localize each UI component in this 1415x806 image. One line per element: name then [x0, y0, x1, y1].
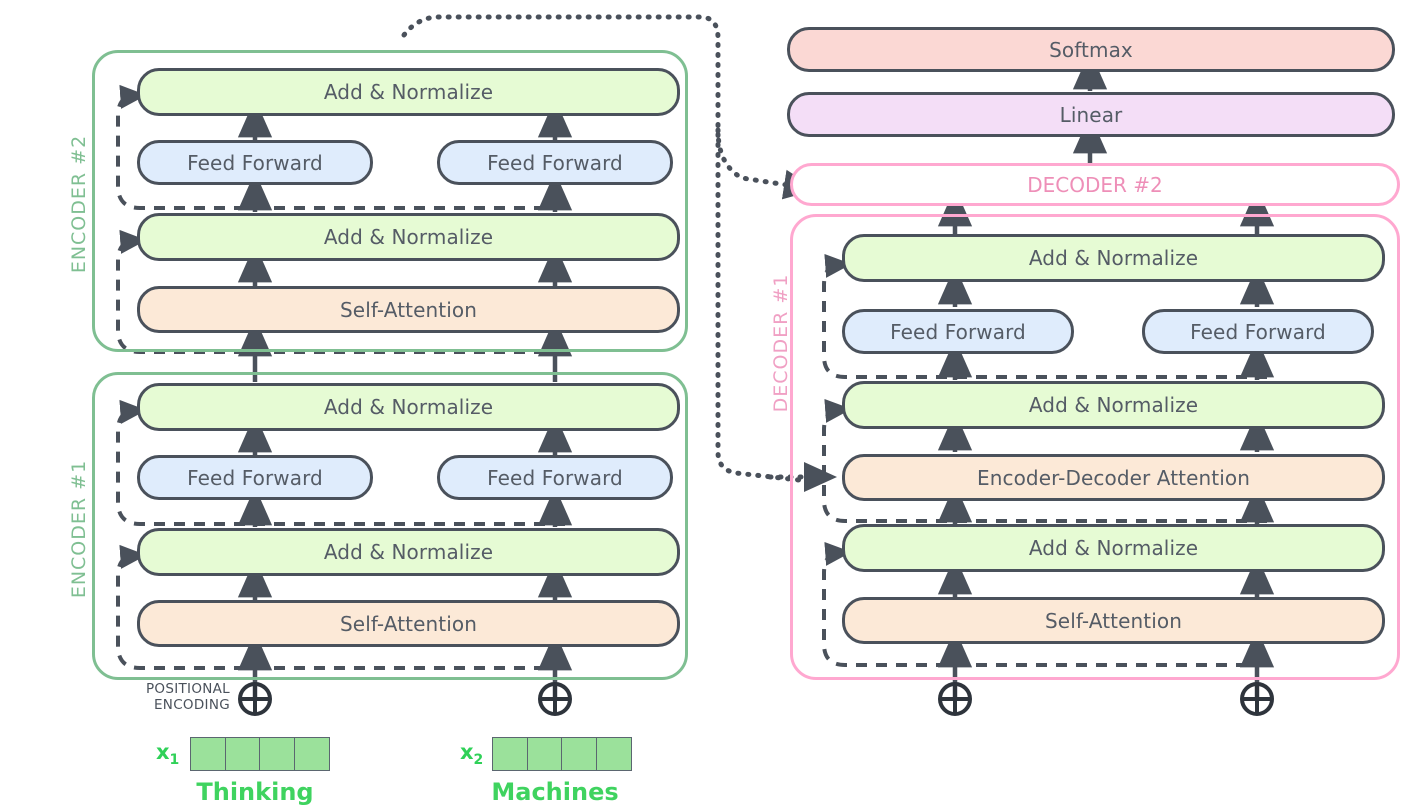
decoder1-add-normalize-top[interactable]: Add & Normalize — [842, 234, 1385, 282]
token-1-var: x1 — [156, 740, 179, 768]
embedding-cell — [595, 737, 632, 771]
token-1-var-letter: x — [156, 740, 170, 764]
embedding-cell — [492, 737, 528, 771]
decoder1-encoder-decoder-attention[interactable]: Encoder-Decoder Attention — [842, 454, 1385, 501]
encoder-2-label: ENCODER #2 — [68, 134, 90, 274]
token-1-var-index: 1 — [169, 752, 180, 769]
encoder-group-2[interactable] — [92, 50, 688, 352]
decoder-group-1[interactable] — [790, 214, 1400, 680]
decoder-positional-encoding-circles — [938, 682, 1274, 716]
encoder1-add-normalize-bottom[interactable]: Add & Normalize — [137, 528, 680, 576]
linear-box[interactable]: Linear — [787, 92, 1395, 137]
encoder2-feed-forward-left[interactable]: Feed Forward — [137, 140, 373, 185]
encoder1-feed-forward-left[interactable]: Feed Forward — [137, 455, 373, 500]
token-1-embedding[interactable] — [190, 737, 330, 771]
decoder1-feed-forward-left[interactable]: Feed Forward — [842, 309, 1074, 354]
encoder1-self-attention[interactable]: Self-Attention — [137, 600, 680, 647]
token-2-embedding[interactable] — [492, 737, 632, 771]
embedding-cell — [561, 737, 597, 771]
token-2-var-letter: x — [460, 740, 474, 764]
encoder-1-label: ENCODER #1 — [68, 459, 90, 599]
token-1-word: Thinking — [196, 778, 314, 806]
positional-encoding-label: POSITIONAL ENCODING — [120, 681, 230, 714]
encoder2-add-normalize-bottom[interactable]: Add & Normalize — [137, 213, 680, 261]
encoder2-feed-forward-right[interactable]: Feed Forward — [437, 140, 673, 185]
embedding-cell — [259, 737, 295, 771]
decoder1-feed-forward-right[interactable]: Feed Forward — [1142, 309, 1374, 354]
embedding-cell — [224, 737, 261, 771]
token-2-word: Machines — [491, 778, 619, 806]
positional-encoding-circles — [238, 682, 572, 716]
encoder1-feed-forward-right[interactable]: Feed Forward — [437, 455, 673, 500]
encoder2-add-normalize-top[interactable]: Add & Normalize — [137, 68, 680, 116]
decoder1-add-normalize-middle[interactable]: Add & Normalize — [842, 381, 1385, 429]
embedding-cell — [190, 737, 226, 771]
encoder1-add-normalize-top[interactable]: Add & Normalize — [137, 383, 680, 431]
positional-encoding-line1: POSITIONAL — [145, 681, 230, 697]
embedding-cell — [526, 737, 563, 771]
token-2-var-index: 2 — [473, 752, 484, 769]
decoder1-self-attention[interactable]: Self-Attention — [842, 597, 1385, 644]
encoder2-self-attention[interactable]: Self-Attention — [137, 286, 680, 333]
decoder-1-label: DECODER #1 — [770, 273, 792, 413]
decoder-group-2[interactable]: DECODER #2 — [790, 163, 1400, 206]
positional-encoding-line2: ENCODING — [153, 697, 230, 714]
encoder-group-1[interactable] — [92, 372, 688, 680]
embedding-cell — [293, 737, 330, 771]
softmax-box[interactable]: Softmax — [787, 27, 1395, 72]
decoder1-add-normalize-bottom[interactable]: Add & Normalize — [842, 524, 1385, 572]
token-2-var: x2 — [460, 740, 483, 768]
